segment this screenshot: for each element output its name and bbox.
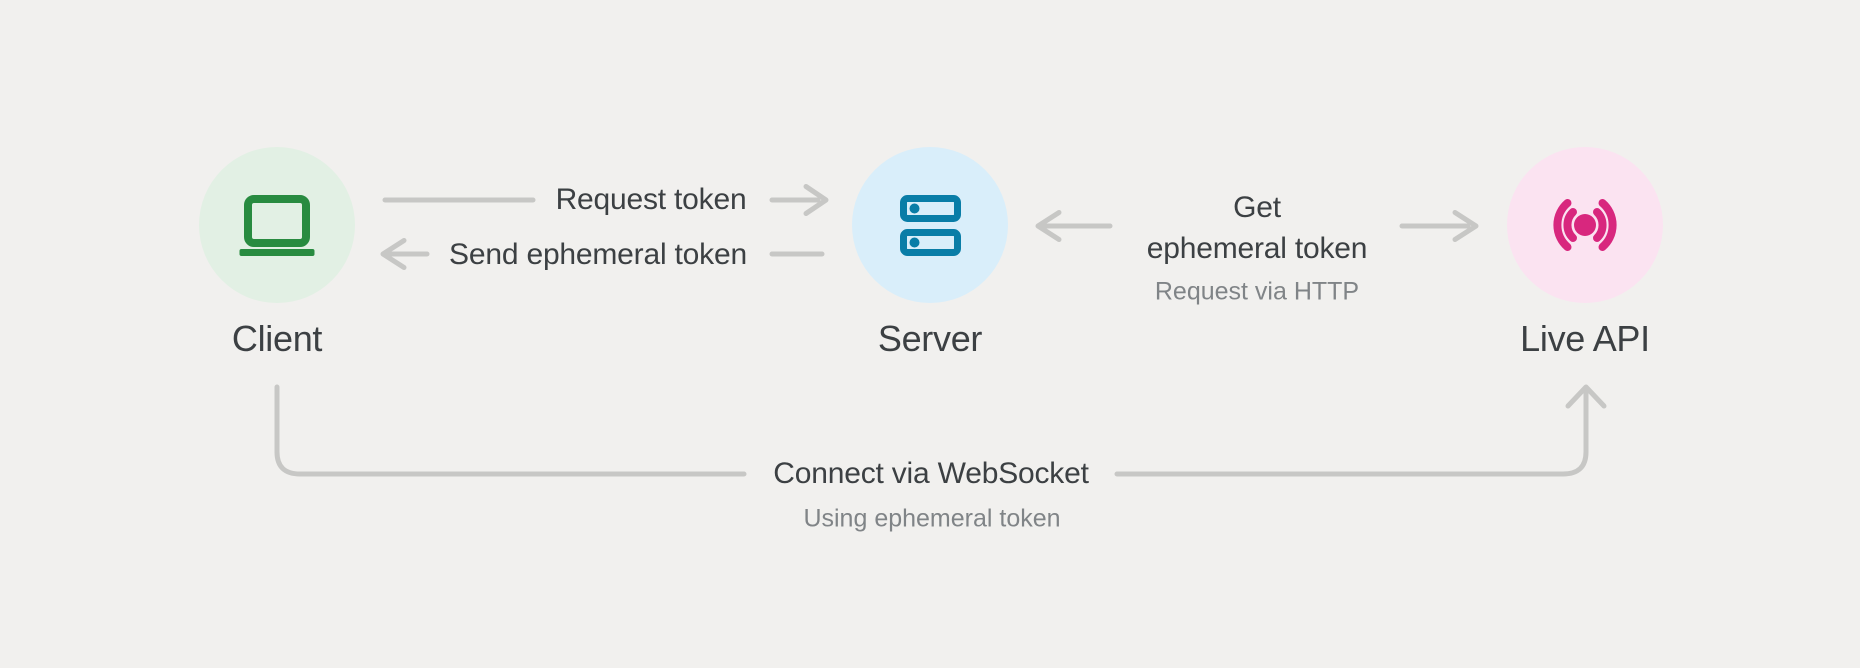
- server-circle: [852, 147, 1008, 303]
- laptop-icon: [239, 195, 315, 256]
- live-api-label: Live API: [1520, 318, 1650, 359]
- edge-label-connect-websocket: Connect via WebSocket: [773, 457, 1089, 490]
- node-server: Server: [852, 147, 1008, 361]
- websocket-path-left: [274, 384, 747, 477]
- edge-label-get-line1: Get: [1233, 191, 1281, 224]
- arrowhead-left-send-token: [380, 238, 407, 270]
- websocket-path-right: [1114, 389, 1589, 477]
- server-label: Server: [877, 318, 983, 359]
- edge-sublabel-request-via-http: Request via HTTP: [1154, 277, 1360, 306]
- arrowhead-up-websocket: [1565, 384, 1607, 409]
- server-icon: [899, 194, 961, 256]
- edge-label-get-ephemeral-token: Get ephemeral token: [1146, 187, 1368, 269]
- client-circle: [199, 147, 355, 303]
- broadcast-icon: [1553, 199, 1617, 251]
- live-api-circle: [1507, 147, 1663, 303]
- client-label: Client: [231, 318, 323, 359]
- node-live-api: Live API: [1507, 147, 1663, 361]
- edge-label-get-line2: ephemeral token: [1146, 232, 1368, 265]
- arrowhead-right-request-token: [803, 184, 829, 216]
- arrowhead-right-get-token: [1452, 210, 1479, 242]
- edge-label-request-token: Request token: [555, 183, 747, 216]
- node-client: Client: [199, 147, 355, 361]
- edge-sublabel-using-ephemeral-token: Using ephemeral token: [803, 504, 1061, 533]
- edge-label-send-ephemeral-token: Send ephemeral token: [449, 238, 747, 271]
- arrowhead-left-get-token: [1035, 210, 1062, 242]
